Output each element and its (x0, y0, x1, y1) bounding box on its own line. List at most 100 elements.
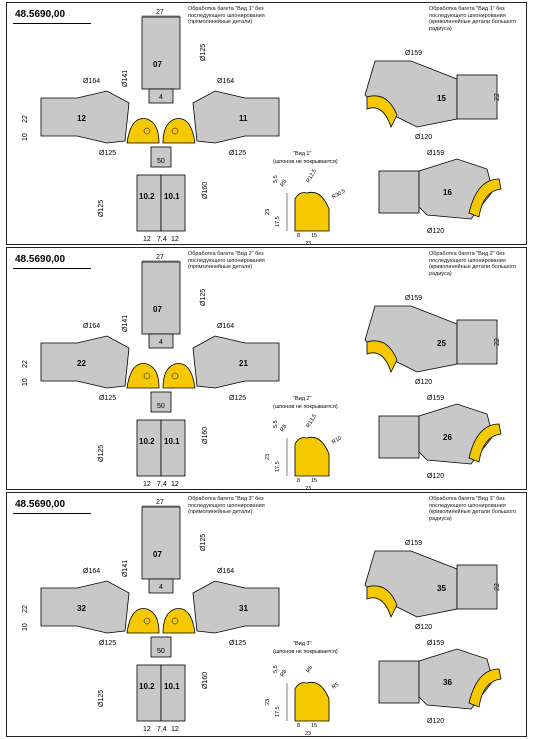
cutter-label-top: 07 (153, 305, 162, 314)
dim-125-bottom: Ø125 (98, 445, 105, 462)
profile-dim-23-v: 23 (265, 699, 271, 705)
side-profile-bottom (468, 668, 502, 708)
cutter-label-bottom-right: 10.1 (164, 192, 180, 201)
dim-120-top: Ø120 (415, 379, 432, 386)
side-cutter-bottom-shank (378, 660, 420, 704)
dim-164-right: Ø164 (217, 323, 234, 330)
dim-22-left: 22 (22, 115, 29, 123)
dim-12-a: 12 (143, 726, 151, 733)
dim-125: Ø125 (200, 534, 207, 551)
cutter-label-bottom-left: 10.2 (139, 437, 155, 446)
cutter-left (40, 580, 130, 634)
article-code: 48.5690,00 (15, 254, 66, 265)
dim-159-top: Ø159 (405, 50, 422, 57)
bore-mark (171, 617, 179, 625)
dim-50: 50 (157, 158, 165, 165)
dim-27: 27 (156, 254, 164, 261)
profile-dim-23-h: 23 (305, 731, 311, 737)
side-profile-top (366, 340, 398, 374)
dim-125-b-right: Ø125 (229, 395, 246, 402)
dim-12-b: 12 (171, 726, 179, 733)
dim-120-top: Ø120 (415, 134, 432, 141)
cutter-label-right: 11 (239, 114, 248, 123)
profile-dim-5-5: 5,5 (273, 420, 279, 428)
cutter-top-shank (148, 333, 174, 349)
dim-120-bottom: Ø120 (427, 473, 444, 480)
side-label-top: 25 (437, 339, 446, 348)
profile-dim-5-5: 5,5 (273, 665, 279, 673)
bore-mark (171, 372, 179, 380)
dim-22-side-top: 22 (494, 338, 501, 346)
dim-10-left: 10 (22, 623, 29, 631)
dim-160: Ø160 (202, 672, 209, 689)
cutter-bottom-left (136, 174, 162, 232)
dim-12-a: 12 (143, 481, 151, 488)
code-underline (13, 268, 91, 269)
cutter-right (192, 335, 280, 389)
bore-mark (143, 127, 151, 135)
note-straight: Обработка багета "Вид 3" без последующег… (188, 496, 265, 515)
profile-dim-r-mid: R13,5 (306, 413, 319, 429)
dim-125-b-left: Ø125 (99, 395, 116, 402)
dim-12-a: 12 (143, 236, 151, 243)
cutter-bottom-left (136, 664, 162, 722)
workpiece-profile-right (162, 608, 196, 634)
note-straight: Обработка багета "Вид 2" без последующег… (188, 251, 265, 270)
dim-4: 4 (159, 339, 163, 346)
dim-4: 4 (159, 584, 163, 591)
profile-title: "Вид 2" (293, 396, 311, 402)
dim-125: Ø125 (200, 289, 207, 306)
code-underline (13, 513, 91, 514)
profile-dim-15: 15 (311, 478, 317, 484)
dim-160: Ø160 (202, 182, 209, 199)
profile-section (294, 436, 330, 477)
dim-7-4: 7,4 (157, 726, 167, 733)
side-profile-bottom (468, 423, 502, 463)
note-curved: Обработка багета "Вид 2" без последующег… (429, 251, 517, 277)
dim-4: 4 (159, 94, 163, 101)
cutter-bottom-right (160, 664, 186, 722)
profile-dim-r-mid: R6 (306, 665, 315, 674)
profile-subtitle: (шпонов не покрывается) (273, 159, 338, 165)
profile-dim-23-h: 23 (305, 486, 311, 490)
dim-22-left: 22 (22, 605, 29, 613)
dim-125-bottom: Ø125 (98, 200, 105, 217)
cutter-label-bottom-right: 10.1 (164, 682, 180, 691)
cutter-bottom-shank (150, 146, 172, 168)
profile-dim-17-5: 17,5 (275, 461, 281, 472)
dim-120-bottom: Ø120 (427, 718, 444, 725)
profile-dim-5-5: 5,5 (273, 175, 279, 183)
dim-22-left: 22 (22, 360, 29, 368)
profile-dim-r-mid: R12,5 (306, 168, 319, 184)
workpiece-profile-left (126, 118, 160, 144)
cutter-bottom-left (136, 419, 162, 477)
profile-dim-23-v: 23 (265, 454, 271, 460)
dim-164-left: Ø164 (83, 568, 100, 575)
dim-27: 27 (156, 499, 164, 506)
profile-dim-8: 8 (297, 478, 300, 484)
cutter-top (141, 506, 181, 580)
side-cutter-bottom-shank (378, 415, 420, 459)
side-label-bottom: 36 (443, 678, 452, 687)
dim-50: 50 (157, 648, 165, 655)
dim-10-left: 10 (22, 133, 29, 141)
profile-dim-r-small: R8 (280, 424, 289, 433)
dim-10-left: 10 (22, 378, 29, 386)
workpiece-profile-right (162, 118, 196, 144)
cutter-label-top: 07 (153, 60, 162, 69)
cutter-label-left: 12 (77, 114, 86, 123)
side-label-top: 15 (437, 94, 446, 103)
profile-dim-17-5: 17,5 (275, 706, 281, 717)
article-code: 48.5690,00 (15, 9, 66, 20)
dim-164-left: Ø164 (83, 78, 100, 85)
cutter-bottom-shank (150, 636, 172, 658)
dim-164-right: Ø164 (217, 78, 234, 85)
profile-dim-23-v: 23 (265, 209, 271, 215)
